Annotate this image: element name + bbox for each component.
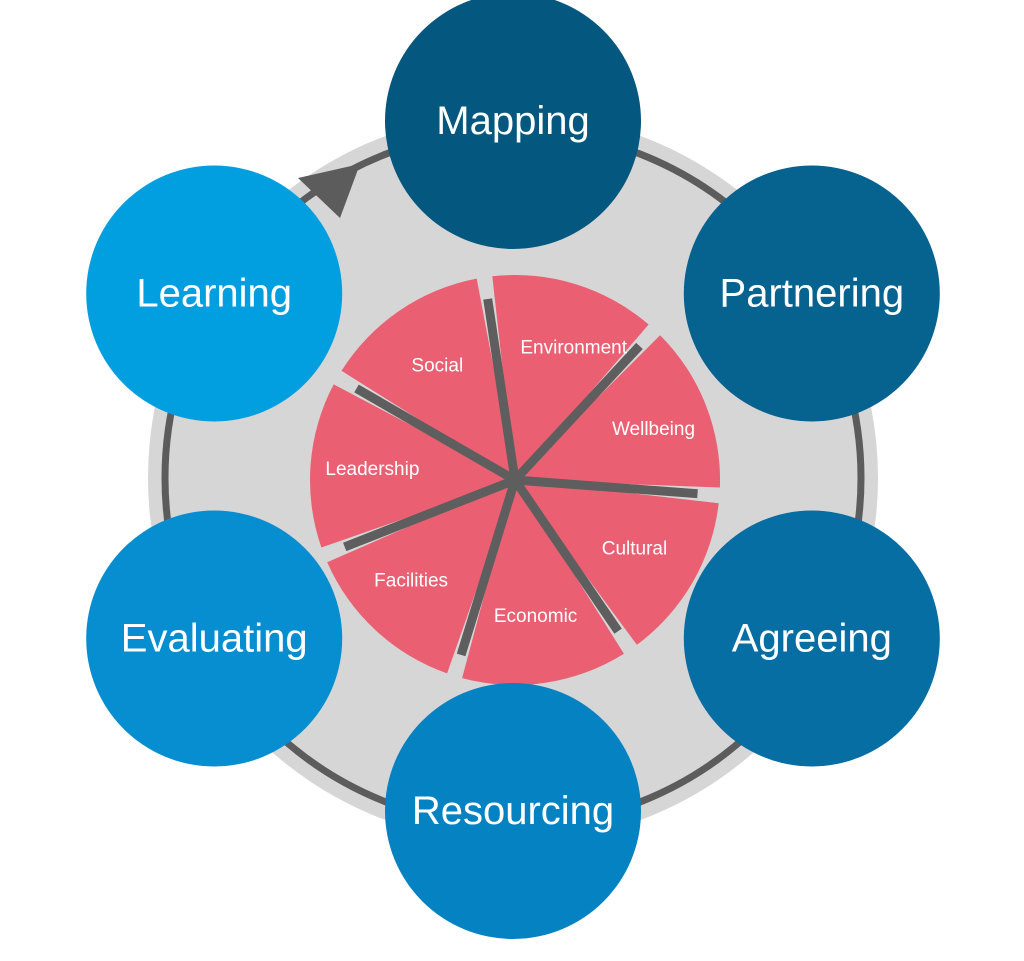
pie-spoke [343, 475, 517, 552]
stage-circle-evaluating [86, 510, 343, 767]
stage-circle-learning [86, 165, 343, 422]
pie-hub [506, 471, 524, 489]
pie-label-leadership: Leadership [325, 459, 419, 480]
pie-labels: Social EnvironmentWellbeingCulturalEconom… [325, 338, 695, 627]
stage-learning: Learning [86, 165, 343, 422]
pie-spoke [514, 475, 698, 499]
stage-label-learning: Learning [136, 272, 292, 316]
pie-label-environment: Environment [520, 338, 627, 359]
stage-label-resourcing: Resourcing [412, 789, 614, 833]
stage-label-partnering: Partnering [720, 272, 905, 316]
pie-segment-social [341, 278, 515, 480]
stage-circle-resourcing [385, 683, 641, 939]
stage-circle-mapping [385, 0, 641, 249]
pie-segment-cultural [515, 480, 719, 645]
stage-mapping: Mapping [385, 0, 641, 249]
stage-agreeing: Agreeing [683, 510, 940, 767]
pie-label-economic: Economic [494, 606, 577, 627]
pie-spoke [456, 478, 520, 657]
stage-label-agreeing: Agreeing [732, 617, 892, 661]
stage-evaluating: Evaluating [86, 510, 343, 767]
stage-label-evaluating: Evaluating [121, 617, 308, 661]
pie-label-wellbeing: Wellbeing [612, 419, 695, 440]
stage-resourcing: Resourcing [385, 683, 641, 939]
pie-segment-facilities [327, 480, 515, 674]
stage-circle-partnering [683, 165, 940, 422]
pie-label-social: Social [411, 356, 463, 377]
pie-label-cultural: Cultural [602, 539, 667, 560]
stage-circle-agreeing [683, 510, 940, 767]
pie-spoke [511, 342, 643, 484]
pie-spoke [354, 384, 518, 484]
pie-segment-environment [492, 275, 649, 480]
stage-partnering: Partnering [683, 165, 940, 422]
pie-spokes [343, 298, 698, 657]
stage-label-mapping: Mapping [436, 99, 589, 143]
pie-segment-leadership [309, 384, 515, 548]
pie-spoke [483, 298, 520, 481]
pie-label-facilities: Facilities [374, 571, 448, 592]
pie-segment-wellbeing [515, 335, 721, 488]
pie-spoke [511, 477, 622, 634]
